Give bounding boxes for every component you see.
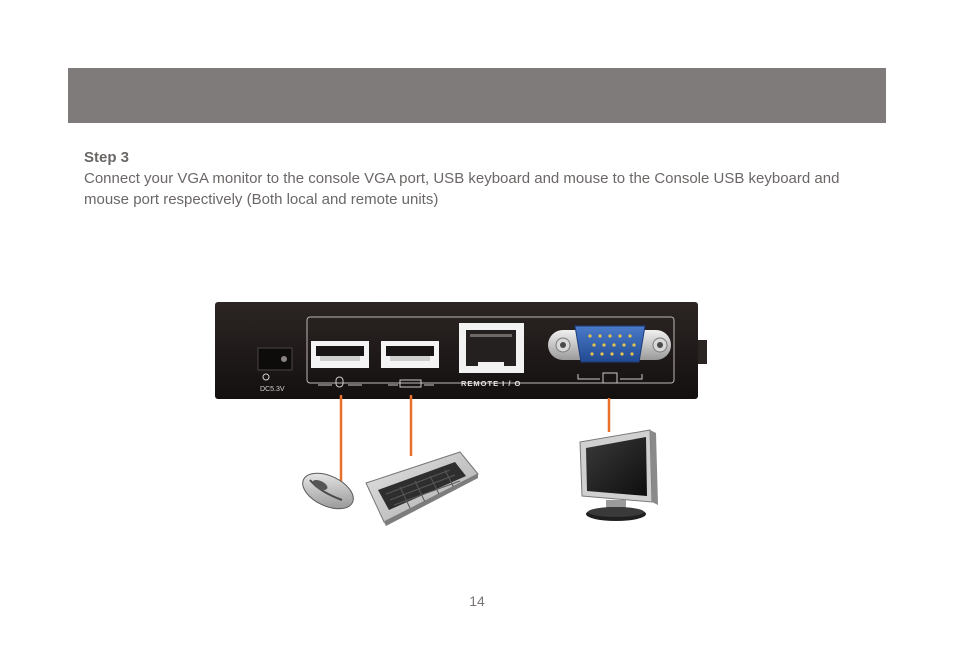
mouse-icon — [335, 376, 344, 388]
page-number: 14 — [469, 593, 485, 609]
usb-mouse-port — [311, 341, 369, 388]
mouse-illustration — [302, 472, 354, 510]
monitor-illustration — [579, 429, 658, 521]
power-jack: DC5.3V — [257, 347, 293, 393]
kvm-extender-unit: DC5.3V REMOTE I / O — [215, 302, 707, 399]
remote-io-port: REMOTE I / O — [459, 323, 524, 388]
vga-port — [548, 325, 671, 384]
usb-keyboard-port — [381, 341, 439, 388]
header-band — [68, 68, 886, 123]
power-label: DC5.3V — [260, 386, 285, 393]
keyboard-icon — [399, 379, 422, 388]
keyboard-illustration — [365, 451, 479, 526]
step-instruction: Connect your VGA monitor to the console … — [84, 170, 840, 208]
remote-io-label: REMOTE I / O — [461, 379, 521, 388]
step-title: Step 3 — [84, 149, 130, 166]
monitor-icon — [602, 372, 618, 384]
